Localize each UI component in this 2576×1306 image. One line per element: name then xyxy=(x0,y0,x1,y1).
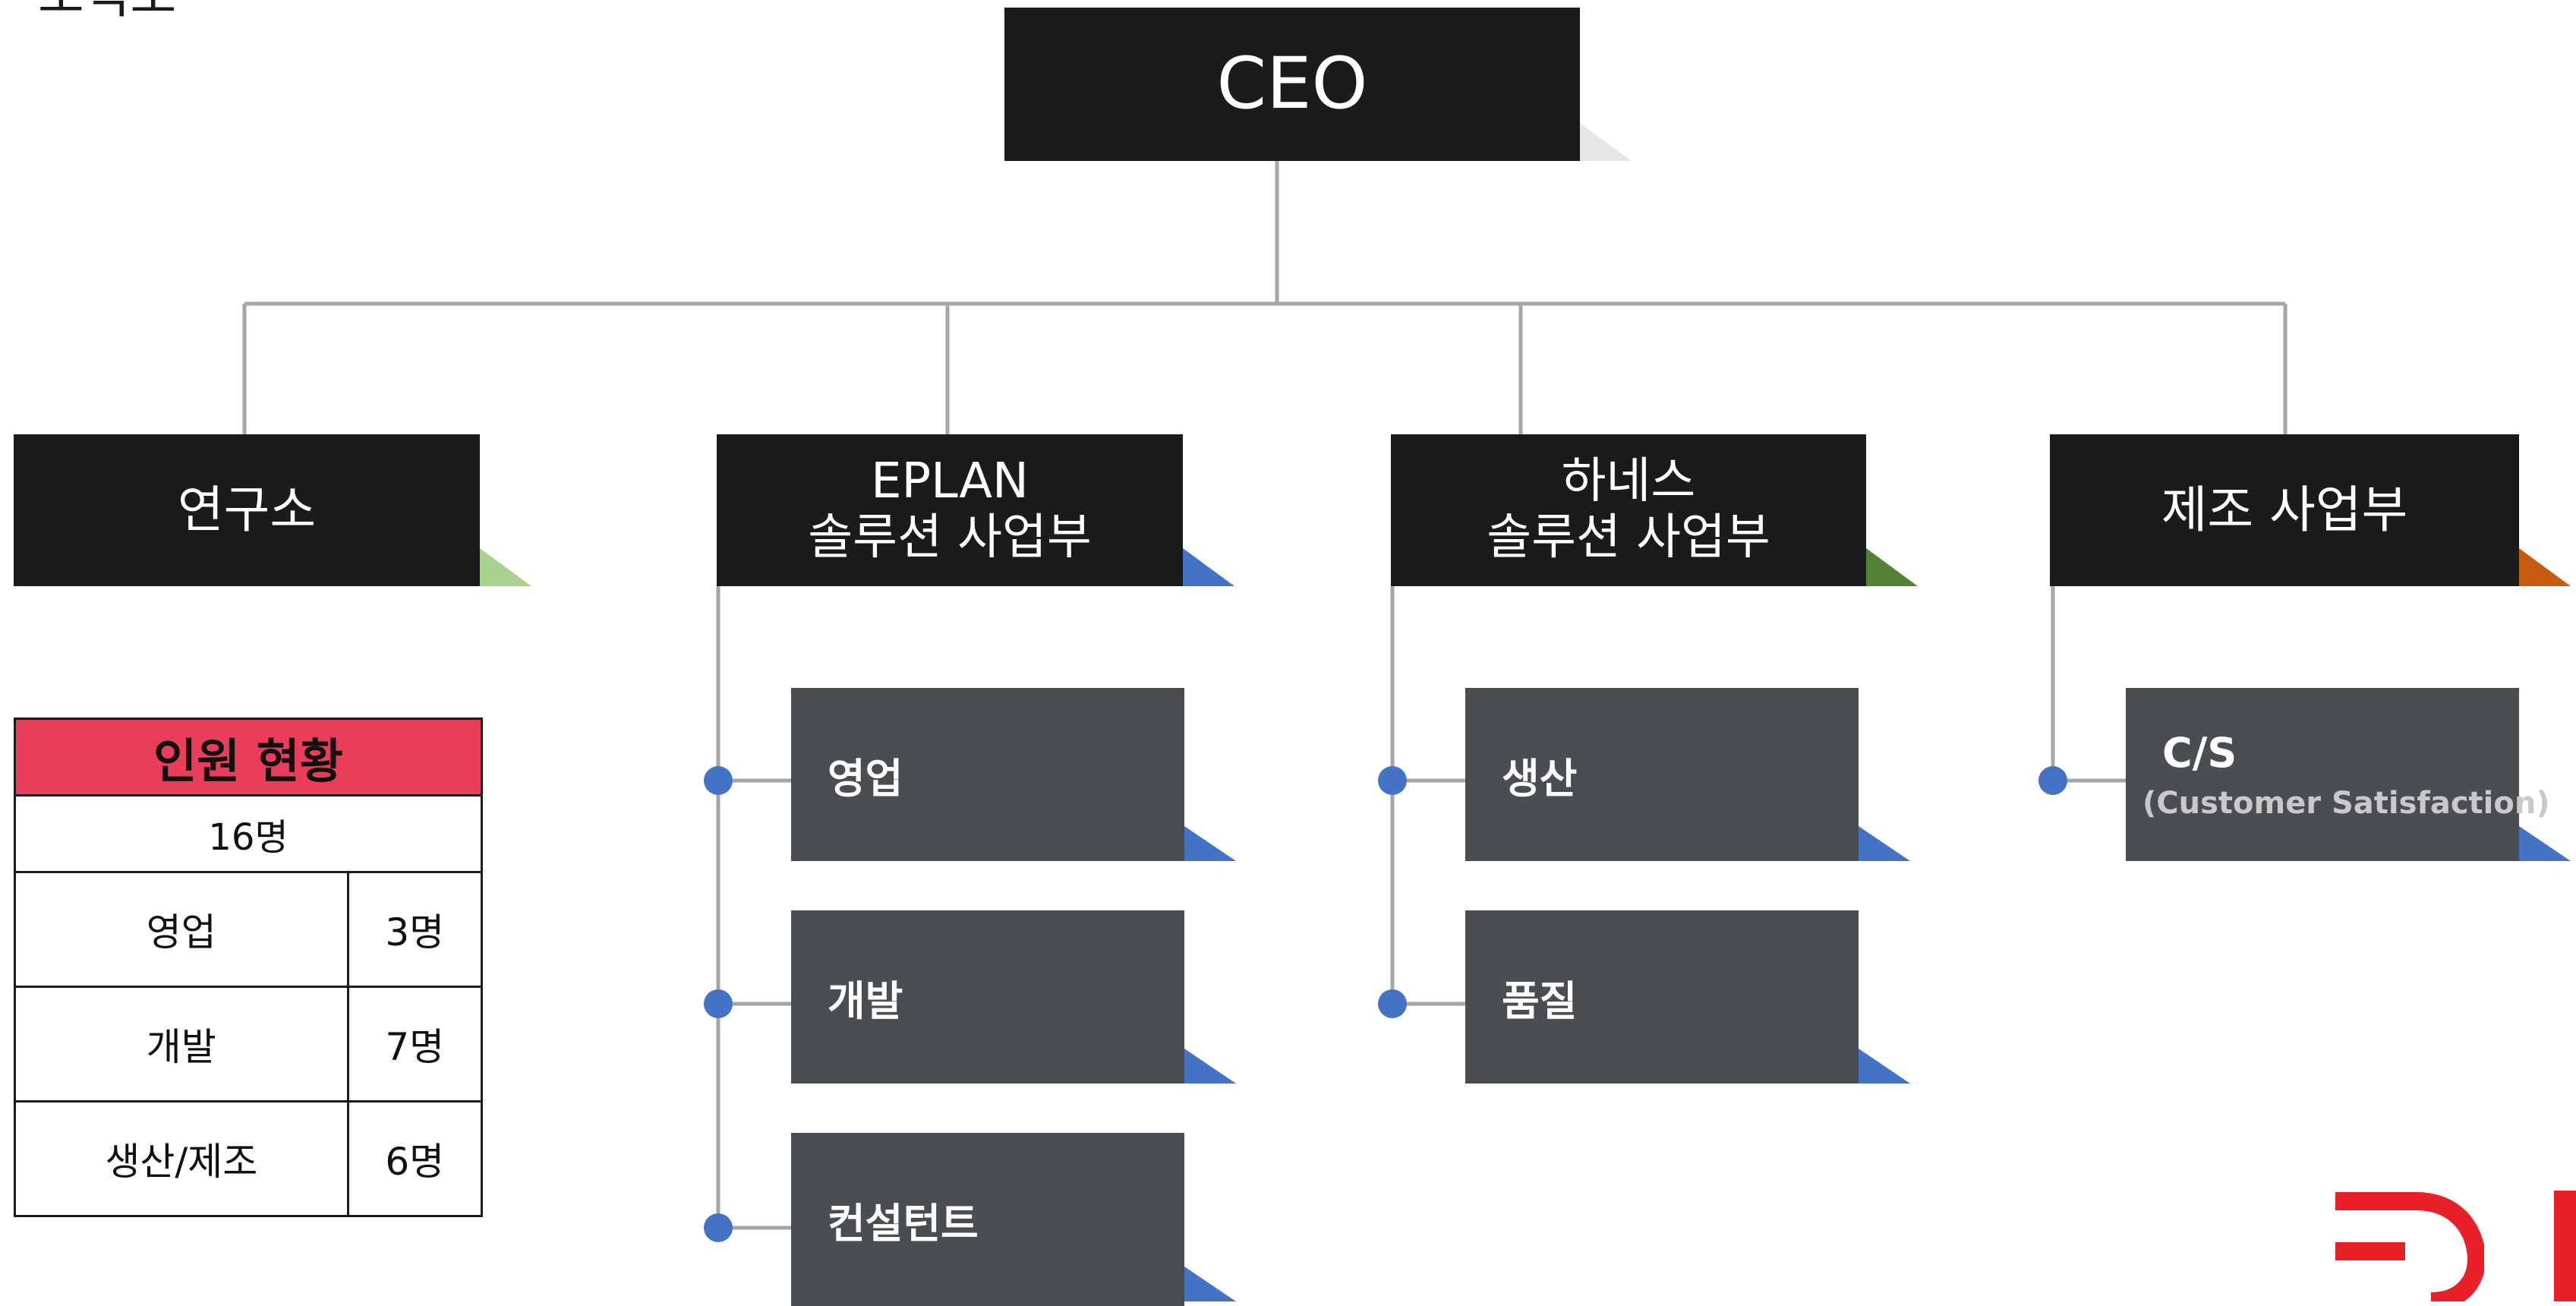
division-harness: 하네스 솔루션 사업부 xyxy=(1391,434,1866,586)
team-label: 컨설턴트 xyxy=(828,1199,979,1248)
division-harness-line2: 솔루션 사업부 xyxy=(1487,509,1770,566)
staff-table-title: 인원 현황 xyxy=(14,718,483,797)
division-mfg-fold xyxy=(2519,548,2571,586)
team-label: 영업 xyxy=(828,754,903,803)
staff-dept: 영업 xyxy=(14,871,349,988)
team-eplan-dev-fold xyxy=(1184,1049,1236,1084)
team-harness-quality: 품질 xyxy=(1465,910,1859,1084)
division-mfg: 제조 사업부 xyxy=(2050,434,2519,586)
team-harness-quality-fold xyxy=(1859,1049,1910,1084)
team-label: C/S xyxy=(2162,728,2237,777)
staff-count: 6명 xyxy=(346,1100,484,1217)
division-eplan: EPLAN 솔루션 사업부 xyxy=(717,434,1183,586)
staff-dept: 생산/제조 xyxy=(14,1100,349,1217)
connector-dot xyxy=(1378,989,1407,1018)
team-label: 생산 xyxy=(1502,754,1578,803)
connector-dot xyxy=(704,989,733,1018)
team-harness-production: 생산 xyxy=(1465,688,1859,861)
table-row: 생산/제조 6명 xyxy=(14,1100,484,1217)
staff-count: 7명 xyxy=(346,986,484,1103)
ceo-box: CEO xyxy=(1004,8,1580,161)
division-eplan-line1: EPLAN xyxy=(871,453,1029,510)
connector-dot xyxy=(704,1213,733,1242)
team-label: 개발 xyxy=(828,976,903,1025)
team-sublabel: (Customer Satisfaction) xyxy=(2142,785,2550,821)
company-logo xyxy=(2335,1192,2484,1301)
staff-table: 인원 현황 16명 영업 3명 개발 7명 생산/제조 6명 xyxy=(14,718,484,1217)
team-eplan-consultant-fold xyxy=(1184,1267,1236,1301)
division-eplan-line2: 솔루션 사업부 xyxy=(808,509,1092,566)
team-eplan-dev: 개발 xyxy=(791,910,1184,1084)
division-lab: 연구소 xyxy=(14,434,480,586)
staff-dept: 개발 xyxy=(14,986,349,1103)
staff-count: 3명 xyxy=(346,871,484,988)
logo-mark xyxy=(2554,1191,2576,1301)
division-harness-line1: 하네스 xyxy=(1561,453,1696,510)
connector-dot xyxy=(1378,766,1407,795)
division-mfg-label: 제조 사업부 xyxy=(2161,481,2408,540)
page-title: 조직도 xyxy=(38,0,176,26)
division-harness-fold xyxy=(1866,548,1918,586)
ceo-fold xyxy=(1580,123,1632,161)
division-lab-fold xyxy=(480,548,531,586)
division-lab-label: 연구소 xyxy=(177,481,317,540)
team-eplan-sales: 영업 xyxy=(791,688,1184,861)
table-row: 영업 3명 xyxy=(14,871,484,988)
team-eplan-consultant: 컨설턴트 xyxy=(791,1133,1184,1306)
connector-dot xyxy=(704,766,733,795)
ceo-label: CEO xyxy=(1216,42,1368,125)
table-row: 개발 7명 xyxy=(14,986,484,1103)
team-harness-production-fold xyxy=(1859,826,1910,861)
division-eplan-fold xyxy=(1183,548,1234,586)
team-mfg-cs: C/S (Customer Satisfaction) xyxy=(2126,688,2550,861)
team-eplan-sales-fold xyxy=(1184,826,1236,861)
team-mfg-cs-fold xyxy=(2519,826,2571,861)
staff-table-total: 16명 xyxy=(14,794,483,873)
connector-dot xyxy=(2038,766,2067,795)
team-label: 품질 xyxy=(1502,976,1578,1025)
